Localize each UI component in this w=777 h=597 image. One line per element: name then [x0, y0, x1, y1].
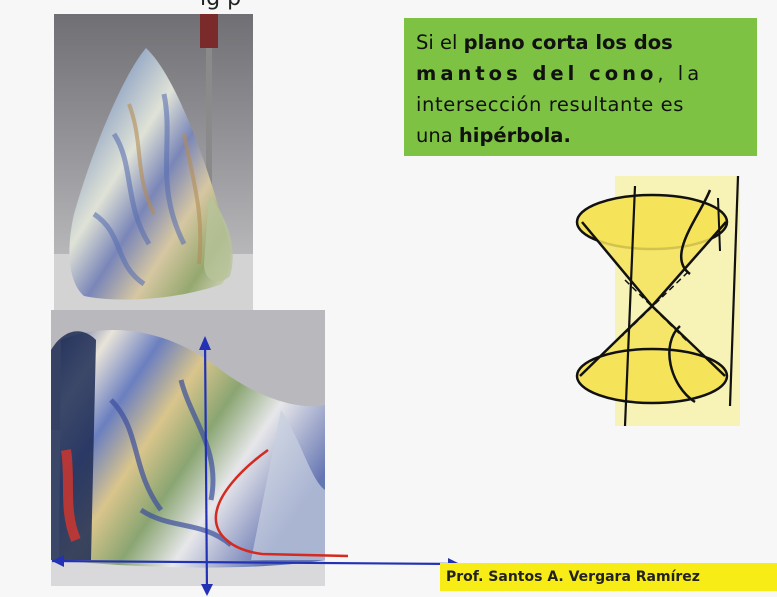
info-bold-plane: plano corta los dos: [463, 31, 673, 54]
info-text: Si el: [416, 31, 464, 54]
cropped-title-text: ig p: [200, 0, 241, 11]
author-credit: Prof. Santos A. Vergara Ramírez: [440, 563, 777, 591]
cone-photo: [54, 14, 253, 310]
info-text: una: [416, 124, 459, 147]
cropped-title: ig p: [200, 0, 580, 16]
info-text: intersección resultante es: [416, 93, 685, 116]
cut-cone-photo: [51, 310, 325, 586]
info-bold-hyperbola: hipérbola.: [458, 124, 571, 147]
info-bold-mantles: mantos del cono: [416, 62, 658, 85]
double-cone-diagram: [575, 176, 740, 427]
info-text: , la: [657, 62, 704, 85]
info-box: Si el plano corta los dos mantos del con…: [404, 18, 757, 156]
